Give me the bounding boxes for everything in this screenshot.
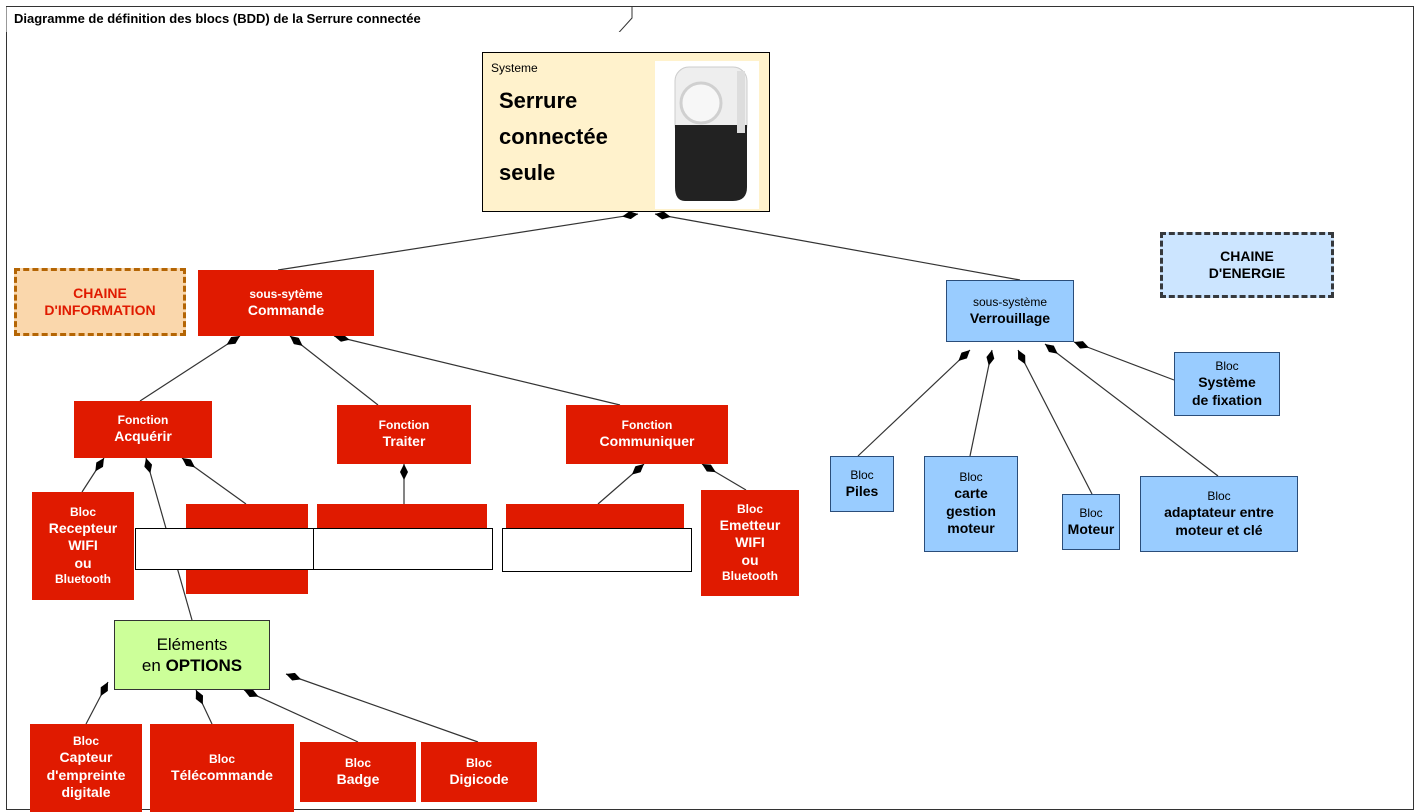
link-verrou-fixation [1073,341,1175,381]
redacted-field-2 [313,528,493,570]
link-verrou-moteur [1017,349,1093,495]
link-system-commande [277,211,639,271]
link-options-digicode [285,672,479,743]
link-acquerir-block [181,457,247,505]
link-verrou-piles [857,349,971,457]
bloc-traiter-placeholder[interactable] [317,504,487,528]
link-system-verrouillage [654,211,1021,281]
bloc-communiquer-placeholder[interactable] [506,504,684,528]
lock-product-image [655,61,759,209]
link-verrou-adaptateur [1044,343,1219,477]
elements-options[interactable]: Eléments en OPTIONS [114,620,270,690]
title-tab [6,6,633,32]
link-options-telecommande [195,689,213,725]
link-options-badge [243,689,359,743]
redacted-field-3 [502,528,692,572]
system-stereotype: Systeme [491,61,538,75]
diagram-frame [6,6,1414,810]
link-commande-acquerir [139,335,241,402]
link-communiquer-emetteur [701,463,747,491]
link-commande-traiter [289,335,379,406]
diagram-title: Diagramme de définition des blocs (BDD) … [14,11,421,26]
smart-lock-icon [674,66,748,201]
link-verrou-carte [969,349,995,457]
redacted-field-1 [135,528,315,570]
link-acquerir-recepteur [81,457,105,493]
link-options-capteur [85,681,109,725]
link-commande-communiquer [333,333,621,406]
link-communiquer-block [597,463,645,505]
